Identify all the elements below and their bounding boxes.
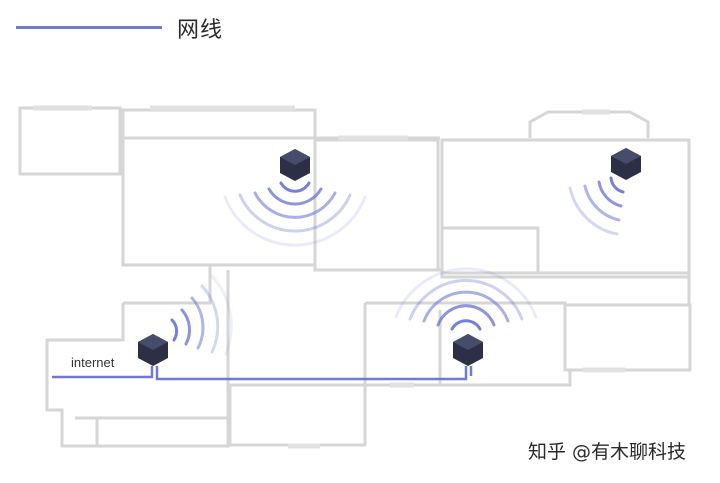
wifi-signal-icon [170,176,625,356]
bay-window [528,110,650,138]
router-node-2 [611,148,641,180]
room-bottom-center [228,383,367,447]
room-upper-mid [313,138,440,272]
router-node-1 [280,149,310,181]
ethernet-cable [52,366,473,381]
room-closet [440,226,540,275]
signal-router-1 [223,181,367,247]
room-upper-right [440,138,691,279]
router-node-4 [453,334,483,366]
router-node-3 [138,334,168,366]
legend-cable-swatch [16,26,162,29]
internet-label: internet [71,355,115,370]
floor-plan-walls [18,106,692,448]
mesh-router-icon [138,148,641,366]
window-markings [33,105,625,449]
signal-router-3 [170,274,233,356]
watermark: 知乎 @有木聊科技 [528,441,687,463]
room-top-left [18,106,122,176]
signal-router-2 [568,176,625,236]
legend-label: 网线 [177,18,224,43]
signal-router-4 [394,267,538,331]
